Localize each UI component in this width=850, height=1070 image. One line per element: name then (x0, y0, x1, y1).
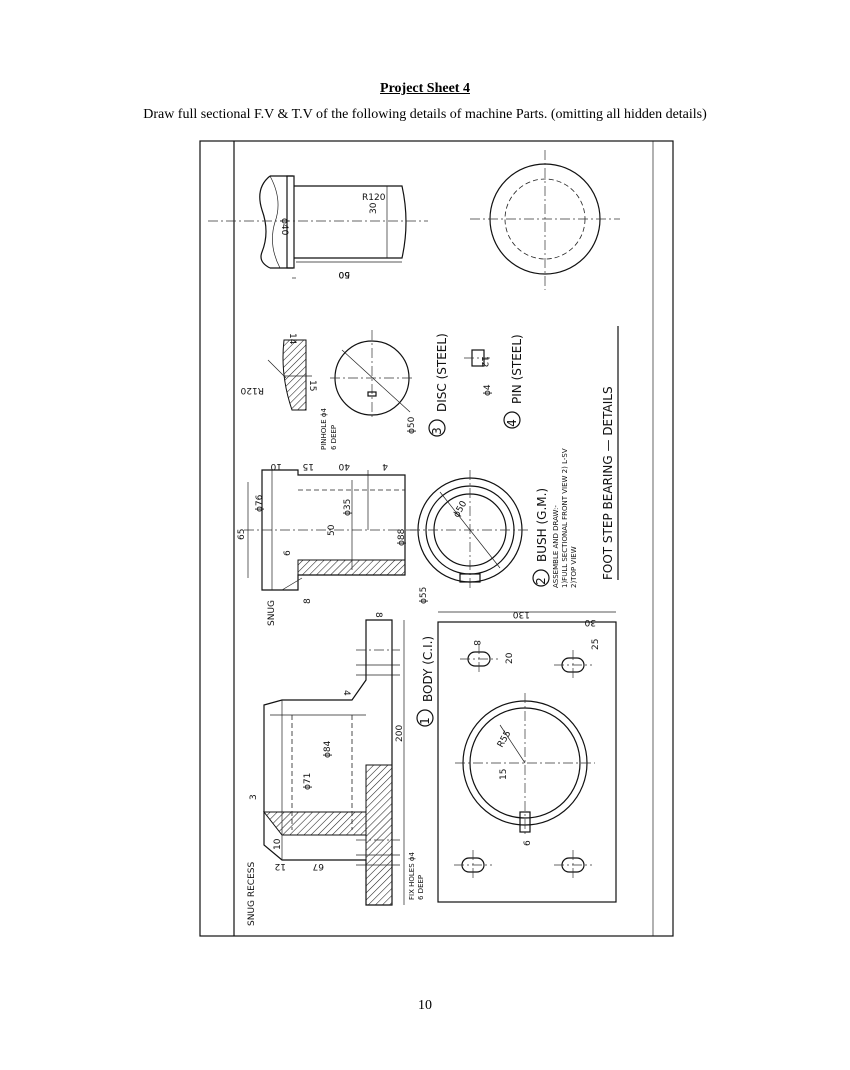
svg-text:BUSH (G.M.): BUSH (G.M.) (535, 488, 549, 562)
svg-text:ϕ50: ϕ50 (407, 416, 417, 434)
svg-text:50: 50 (338, 269, 350, 279)
svg-text:1: 1 (418, 717, 432, 725)
shaft-top-view (470, 150, 620, 290)
instruction-text: Draw full sectional F.V & T.V of the fol… (143, 107, 707, 122)
disc-view: 14 R120 15 PINHOLE ϕ4 6 DEEP ϕ50 (240, 330, 417, 450)
svg-text:ϕ84: ϕ84 (323, 740, 333, 758)
svg-text:30: 30 (584, 617, 596, 627)
svg-text:60: 60 (338, 269, 350, 279)
assembly-note: ASSEMBLE AND DRAW:- 1)FULL SECTIONAL FRO… (552, 448, 578, 588)
svg-text:10: 10 (273, 838, 283, 850)
svg-text:R55: R55 (496, 729, 514, 749)
svg-text:PINHOLE ϕ4: PINHOLE ϕ4 (320, 408, 328, 450)
disc-label: 3 DISC (STEEL) (428, 333, 449, 437)
svg-text:30: 30 (369, 202, 379, 214)
svg-text:ASSEMBLE AND DRAW:-: ASSEMBLE AND DRAW:- (552, 505, 560, 588)
svg-text:8: 8 (303, 598, 313, 604)
svg-text:15: 15 (303, 461, 314, 471)
sheet-title: FOOT STEP BEARING — DETAILS (601, 386, 615, 580)
svg-text:12: 12 (479, 356, 489, 367)
svg-text:DISC (STEEL): DISC (STEEL) (435, 333, 449, 412)
svg-text:6 DEEP: 6 DEEP (417, 875, 425, 900)
svg-text:15: 15 (307, 380, 317, 391)
svg-text:130: 130 (513, 609, 530, 619)
svg-text:ϕ40: ϕ40 (279, 218, 289, 236)
slot-holes (454, 644, 592, 880)
svg-text:2: 2 (534, 577, 548, 585)
svg-text:3: 3 (249, 794, 259, 800)
svg-text:SNUG RECESS: SNUG RECESS (247, 862, 257, 926)
page-number: 10 (418, 998, 432, 1013)
svg-text:4: 4 (382, 461, 388, 471)
svg-text:ϕ50: ϕ50 (452, 499, 469, 519)
svg-text:6: 6 (283, 550, 293, 556)
svg-text:4: 4 (341, 690, 351, 696)
svg-text:3: 3 (430, 427, 444, 435)
bush-label: 2 BUSH (G.M.) (532, 488, 550, 587)
bush-view: 10 15 40 4 65 ϕ76 50 ϕ35 ϕ88 6 8 SNUG (237, 461, 420, 626)
svg-text:R120: R120 (240, 385, 264, 395)
svg-text:14: 14 (287, 333, 297, 345)
svg-text:25: 25 (591, 639, 601, 650)
svg-text:12: 12 (275, 861, 286, 871)
svg-text:PIN (STEEL): PIN (STEEL) (510, 334, 524, 404)
svg-text:ϕ35: ϕ35 (343, 499, 353, 516)
svg-text:1)FULL SECTIONAL FRONT VIEW 2): 1)FULL SECTIONAL FRONT VIEW 2) L-SV (561, 448, 569, 588)
svg-text:ϕ88: ϕ88 (397, 528, 407, 546)
svg-text:50: 50 (327, 524, 337, 536)
svg-text:4: 4 (505, 419, 519, 427)
svg-text:FIX HOLES ϕ4: FIX HOLES ϕ4 (408, 852, 416, 900)
svg-text:200: 200 (395, 725, 405, 742)
shaft-view: R120 ϕ40 30 50 60 (208, 175, 428, 279)
svg-text:ϕ71: ϕ71 (303, 773, 313, 790)
body-front-view: 8 4 200 ϕ84 ϕ71 3 10 12 67 SNUG RECESS F… (247, 612, 425, 926)
svg-text:67: 67 (313, 861, 324, 871)
drawing-border (199, 140, 674, 937)
svg-text:8: 8 (471, 640, 481, 646)
svg-text:8: 8 (373, 612, 383, 618)
svg-text:40: 40 (338, 461, 350, 471)
page-title: Project Sheet 4 (380, 81, 470, 96)
svg-text:6 DEEP: 6 DEEP (330, 425, 338, 450)
svg-text:10: 10 (270, 461, 282, 471)
svg-text:15: 15 (499, 769, 509, 780)
svg-text:2)TOP VIEW: 2)TOP VIEW (570, 546, 578, 588)
bush-top-view: ϕ50 ϕ55 (410, 470, 530, 604)
pin-label: 4 PIN (STEEL) (503, 334, 524, 429)
svg-text:20: 20 (505, 652, 515, 664)
svg-text:BODY (C.I.): BODY (C.I.) (421, 636, 435, 702)
svg-text:R120: R120 (362, 193, 386, 203)
body-label: 1 BODY (C.I.) (416, 636, 435, 727)
svg-text:6: 6 (523, 840, 533, 846)
svg-text:ϕ55: ϕ55 (419, 587, 429, 604)
pin-view: 12 ϕ4 (464, 349, 493, 396)
svg-text:ϕ76: ϕ76 (255, 494, 265, 512)
svg-text:SNUG: SNUG (267, 600, 277, 626)
svg-text:65: 65 (237, 529, 247, 540)
svg-text:ϕ4: ϕ4 (483, 384, 493, 396)
body-top-view: 130 30 25 8 20 R55 15 6 (437, 609, 617, 903)
